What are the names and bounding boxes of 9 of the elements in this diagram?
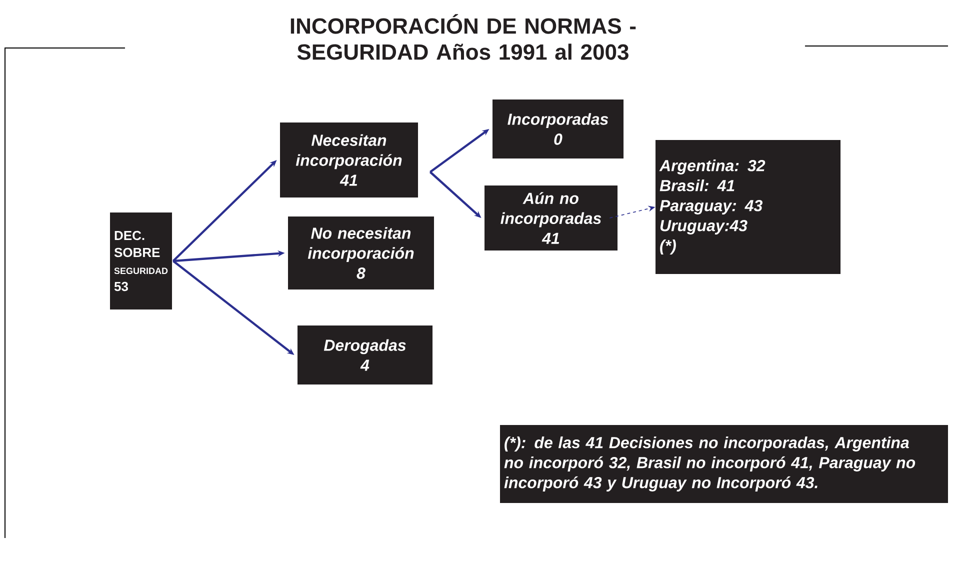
process-box: Aún no incorporadas 41 [484, 186, 618, 250]
process-box: DEC. SOBRE SEGURIDAD 53 [110, 212, 172, 310]
note-box: (*): de las 41 Decisiones no incorporadas, Argentina no incorporó 32, Brasil no incorporó 41, Paraguay no incorporó 43 y Uruguay no Incorporó 43. [500, 425, 948, 503]
process-box: Derogadas 4 [298, 326, 432, 384]
process-box: Incorporadas 0 [492, 100, 624, 158]
process-box: Necesitan incorporación 41 [280, 122, 418, 198]
process-box: No necesitan incorporación 8 [288, 216, 434, 290]
title: INCORPORACIÓN DE NORMAS - SEGURIDAD Años 1991 al 2003 [290, 14, 636, 60]
list-box: Argentina: 32 Brasil: 41 Paraguay: 43 Uruguay:43 (*) [656, 140, 840, 274]
